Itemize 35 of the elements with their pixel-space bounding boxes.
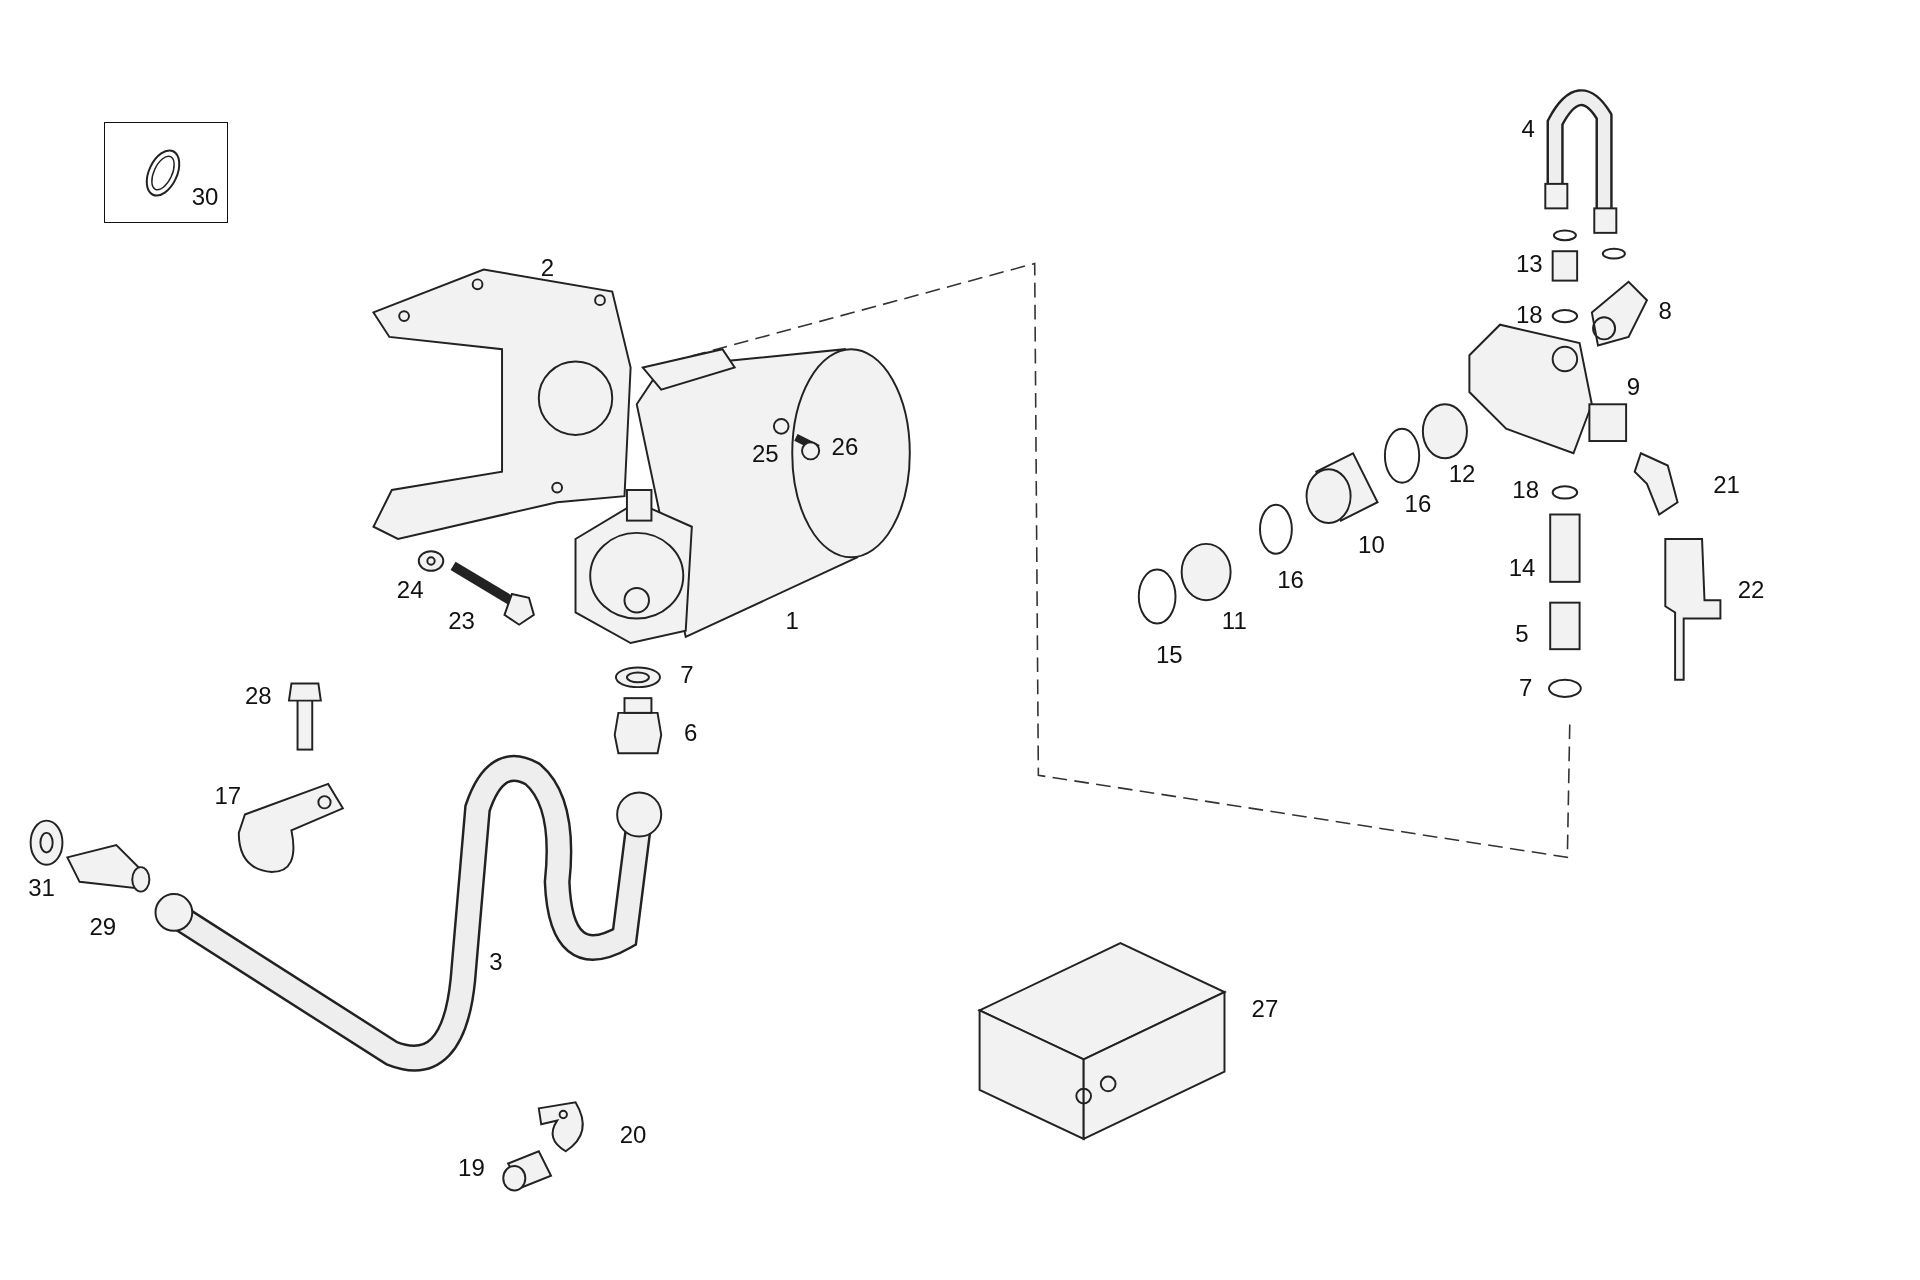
callout-number: 29 — [89, 914, 117, 939]
callout-number: 11 — [1221, 608, 1247, 633]
callout-number: 31 — [28, 875, 55, 900]
callout-number: 12 — [1448, 461, 1476, 486]
callout-number: 3 — [489, 950, 503, 975]
callout-number: 1 — [785, 608, 799, 633]
callout-number: 27 — [1251, 996, 1279, 1021]
callout-number: 7 — [680, 662, 694, 687]
callout-number: 10 — [1358, 532, 1385, 557]
callout-number: 6 — [683, 721, 698, 746]
callout-number: 8 — [1658, 299, 1672, 323]
callout-number: 7 — [1519, 676, 1533, 701]
callout-number: 13 — [1516, 252, 1543, 277]
callout-number: 18 — [1516, 302, 1543, 327]
callout-number: 16 — [1404, 492, 1432, 517]
callout-number: 26 — [831, 434, 859, 459]
callout-number: 24 — [396, 578, 424, 603]
callout-number: 9 — [1626, 374, 1641, 399]
inset-box — [104, 122, 228, 223]
callout-number: 16 — [1277, 568, 1304, 593]
callout-number: 15 — [1156, 643, 1183, 668]
callout-number: 14 — [1508, 556, 1536, 581]
callout-number: 23 — [448, 608, 475, 633]
callout-number: 30 — [191, 185, 219, 210]
callout-number: 17 — [214, 783, 242, 808]
callout-number: 18 — [1512, 477, 1540, 502]
callout-number: 22 — [1737, 578, 1765, 603]
callout-number: 20 — [619, 1123, 647, 1148]
callout-number: 28 — [245, 683, 272, 708]
callout-number: 5 — [1515, 622, 1529, 647]
callout-number: 25 — [751, 442, 779, 467]
callout-number: 19 — [458, 1156, 485, 1181]
callout-number: 2 — [540, 256, 554, 281]
callout-number: 21 — [1713, 472, 1740, 497]
callout-number: 4 — [1521, 116, 1535, 141]
